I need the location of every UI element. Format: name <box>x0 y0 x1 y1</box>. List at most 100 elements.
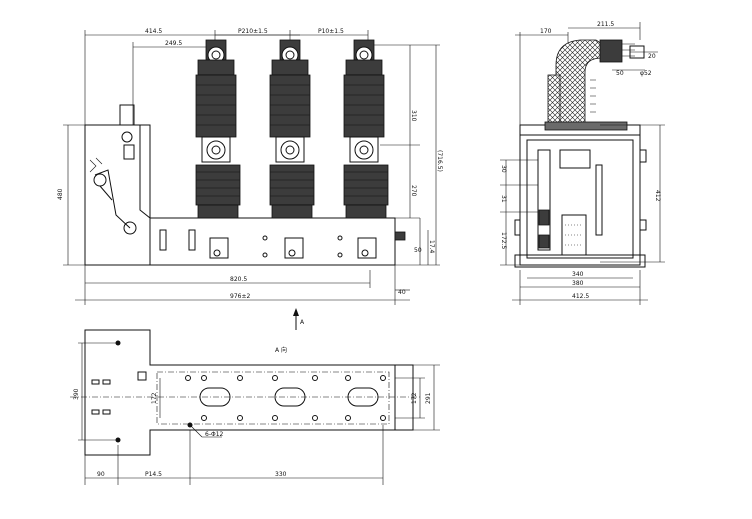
side-dim-top-5: φ52 <box>640 70 652 77</box>
side-left-lug <box>514 219 521 236</box>
pole-left <box>195 39 241 219</box>
side-dim-bottom-3: 412.5 <box>572 293 589 300</box>
side-dim-top-3: 50 <box>616 70 624 77</box>
bottom-outline <box>84 329 396 456</box>
base-gauge-1 <box>159 229 167 251</box>
side-dim-left-2: 31 <box>500 195 507 203</box>
bottom-view: A 向 390 172 <box>70 329 440 485</box>
front-dim-top-1: 414.5 <box>145 28 162 35</box>
side-panel-2-dots <box>565 224 583 246</box>
side-right-lug <box>639 219 647 231</box>
side-dim-top-2: 211.5 <box>597 21 614 28</box>
front-dim-top-4: P10±1.5 <box>318 28 344 35</box>
side-right-bracket <box>639 149 647 163</box>
side-insulator-body <box>547 74 561 126</box>
mechanism-knob <box>121 131 133 143</box>
side-bottom-dimensions: 340 380 412.5 <box>512 270 648 305</box>
front-right-dimensions: 310 (716.5) 270 50 17.4 <box>368 44 443 266</box>
bottom-hole-note: 6-Φ12 <box>205 431 224 438</box>
front-view: 414.5 249.5 P210±1.5 P10±1.5 310 (716.5)… <box>57 28 443 330</box>
front-dim-right-2: (716.5) <box>436 150 443 172</box>
base-gauge-2 <box>188 229 196 251</box>
base-bolt-1 <box>213 249 221 257</box>
side-dim-bottom-1: 340 <box>572 271 584 278</box>
mechanism-step <box>139 125 151 265</box>
base-bolt-3 <box>361 249 369 257</box>
bottom-slot-3 <box>91 409 100 415</box>
bottom-dim-right-1: 172 <box>411 392 418 404</box>
base-screw-1 <box>262 235 268 241</box>
bottom-square-mark <box>137 371 147 381</box>
bottom-bolt-holes <box>185 375 386 421</box>
side-top-dimensions: 170 211.5 50 20 φ52 <box>515 21 658 125</box>
bottom-dim-right-2: 291 <box>425 392 432 404</box>
mechanism-top-block <box>119 104 135 126</box>
mechanism-wheel <box>123 221 137 235</box>
bottom-dim-inner: 172 <box>151 392 158 404</box>
front-dim-bottom-3: 40 <box>398 289 406 296</box>
side-left-dimensions: 30 31 172.5 <box>500 159 538 266</box>
bottom-dim-bottom-1: 90 <box>97 471 105 478</box>
side-dim-left-1: 30 <box>500 165 507 173</box>
base-terminal-1 <box>209 237 229 259</box>
side-pushrod <box>537 149 551 251</box>
front-left-dimension: 480 <box>57 124 85 266</box>
front-bottom-dimensions: 820.5 976±2 40 <box>75 265 410 305</box>
side-gauge-tube <box>595 164 603 236</box>
front-dim-right-5: 17.4 <box>428 240 435 254</box>
side-terminal <box>599 39 623 63</box>
side-dim-bottom-2: 380 <box>572 280 584 287</box>
side-cabinet-top <box>544 121 628 131</box>
base-bolt-2 <box>288 249 296 257</box>
front-dim-top-2: 249.5 <box>165 40 182 47</box>
side-cabinet-inner <box>526 139 634 259</box>
side-insulator-ribs <box>590 79 596 113</box>
bottom-dim-bottom-2: P14.5 <box>145 471 162 478</box>
bottom-dim-left: 390 <box>73 388 80 400</box>
side-mechanism-parts <box>538 209 550 249</box>
bottom-slot-4 <box>102 409 111 415</box>
bottom-slot-pole-2 <box>274 387 306 407</box>
front-dim-bottom-1: 820.5 <box>230 276 247 283</box>
side-terminal-fins <box>622 43 635 57</box>
mechanism-nameplate <box>123 144 135 160</box>
pole-center <box>269 39 315 219</box>
front-dim-top-3: P210±1.5 <box>238 28 268 35</box>
bottom-slot-pole-3 <box>347 387 379 407</box>
view-arrow-a: A <box>293 308 305 330</box>
side-dim-left-3: 172.5 <box>500 232 507 249</box>
base-terminal-3 <box>357 237 377 259</box>
side-right-dimensions: 412 <box>600 124 665 263</box>
front-dim-right-3: 270 <box>410 185 417 197</box>
side-view: 170 211.5 50 20 φ52 <box>500 21 665 305</box>
base-screw-4 <box>337 252 343 258</box>
bottom-mount-plate <box>394 364 414 431</box>
side-dim-top-4: 20 <box>648 53 656 60</box>
bottom-dim-bottom-3: 330 <box>275 471 287 478</box>
front-dim-right-4: 50 <box>414 247 422 254</box>
mechanism-spring <box>89 157 103 173</box>
mechanism-housing <box>84 124 151 266</box>
base-screw-3 <box>262 252 268 258</box>
bottom-inner-dashed <box>156 371 390 425</box>
bottom-slot-2 <box>102 379 111 385</box>
bottom-dimensions: 390 172 172 291 6-Φ12 90 P14.5 330 <box>73 342 440 485</box>
bottom-view-title: A 向 <box>275 346 287 354</box>
side-dim-right: 412 <box>654 190 661 202</box>
side-panel-1 <box>559 149 591 169</box>
mechanism-linkage <box>94 169 131 229</box>
front-dim-left: 480 <box>57 188 64 200</box>
front-dim-bottom-2: 976±2 <box>230 293 250 300</box>
base-connector <box>394 231 406 241</box>
base-terminal-2 <box>284 237 304 259</box>
pole-right <box>343 39 389 219</box>
side-terminal-cap <box>629 45 645 59</box>
base-screw-2 <box>337 235 343 241</box>
bottom-slot-pole-1 <box>199 387 231 407</box>
front-top-dimensions: 414.5 249.5 P210±1.5 P10±1.5 <box>84 28 369 125</box>
front-dim-right-1: 310 <box>410 110 417 122</box>
side-base <box>514 254 646 268</box>
bottom-slot-1 <box>91 379 100 385</box>
side-dim-top-1: 170 <box>540 28 552 35</box>
